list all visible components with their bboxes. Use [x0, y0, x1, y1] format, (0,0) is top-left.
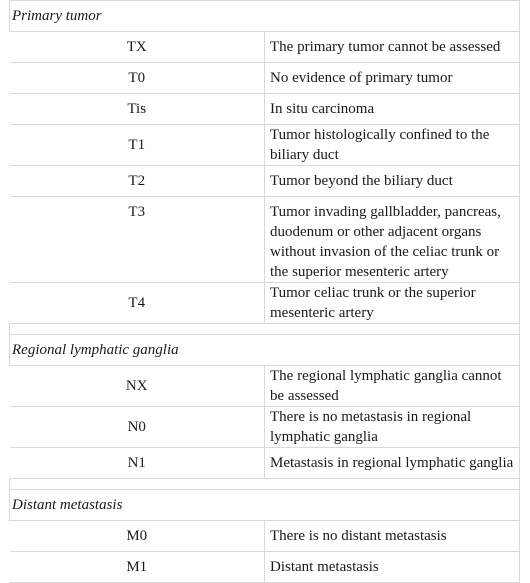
section-heading: Distant metastasis: [9, 489, 520, 521]
stage-code: T4: [9, 282, 265, 324]
stage-description: Tumor beyond the biliary duct: [264, 165, 520, 197]
stage-code: Tis: [9, 93, 265, 125]
stage-description: Tumor celiac trunk or the superior mesen…: [264, 282, 520, 324]
stage-code: T3: [9, 196, 265, 283]
section-heading: Regional lymphatic ganglia: [9, 334, 520, 366]
stage-description: No evidence of primary tumor: [264, 62, 520, 94]
table-row: T2 Tumor beyond the biliary duct: [9, 165, 520, 197]
table-row: T1 Tumor histologically confined to the …: [9, 124, 520, 166]
section-heading-row: Primary tumor: [9, 0, 520, 32]
table-row: T4 Tumor celiac trunk or the superior me…: [9, 282, 520, 324]
section-spacer: [9, 478, 520, 490]
stage-description: Tumor histologically confined to the bil…: [264, 124, 520, 166]
stage-description: The regional lymphatic ganglia cannot be…: [264, 365, 520, 407]
table-row: N1 Metastasis in regional lymphatic gang…: [9, 447, 520, 479]
stage-code: N0: [9, 406, 265, 448]
spacer-cell: [9, 323, 520, 335]
section-heading: Primary tumor: [9, 0, 520, 32]
stage-description: In situ carcinoma: [264, 93, 520, 125]
stage-code: N1: [9, 447, 265, 479]
stage-code: T2: [9, 165, 265, 197]
stage-description: Metastasis in regional lymphatic ganglia: [264, 447, 520, 479]
stage-code: TX: [9, 31, 265, 63]
stage-code: M0: [9, 520, 265, 552]
table-row: NX The regional lymphatic ganglia cannot…: [9, 365, 520, 407]
stage-description: There is no metastasis in regional lymph…: [264, 406, 520, 448]
stage-code: T0: [9, 62, 265, 94]
spacer-cell: [9, 478, 520, 490]
staging-table-body: Primary tumor TX The primary tumor canno…: [9, 0, 520, 583]
stage-code: M1: [9, 551, 265, 583]
table-row: Tis In situ carcinoma: [9, 93, 520, 125]
stage-code: T1: [9, 124, 265, 166]
stage-description: There is no distant metastasis: [264, 520, 520, 552]
table-row: T0 No evidence of primary tumor: [9, 62, 520, 94]
stage-code: NX: [9, 365, 265, 407]
table-row: M0 There is no distant metastasis: [9, 520, 520, 552]
table-row: M1 Distant metastasis: [9, 551, 520, 583]
stage-description: The primary tumor cannot be assessed: [264, 31, 520, 63]
section-heading-row: Regional lymphatic ganglia: [9, 334, 520, 366]
stage-description: Tumor invading gallbladder, pancreas, du…: [264, 196, 520, 283]
section-heading-row: Distant metastasis: [9, 489, 520, 521]
stage-description: Distant metastasis: [264, 551, 520, 583]
table-row: TX The primary tumor cannot be assessed: [9, 31, 520, 63]
staging-table: Primary tumor TX The primary tumor canno…: [9, 0, 520, 583]
table-row: N0 There is no metastasis in regional ly…: [9, 406, 520, 448]
section-spacer: [9, 323, 520, 335]
table-row: T3 Tumor invading gallbladder, pancreas,…: [9, 196, 520, 283]
